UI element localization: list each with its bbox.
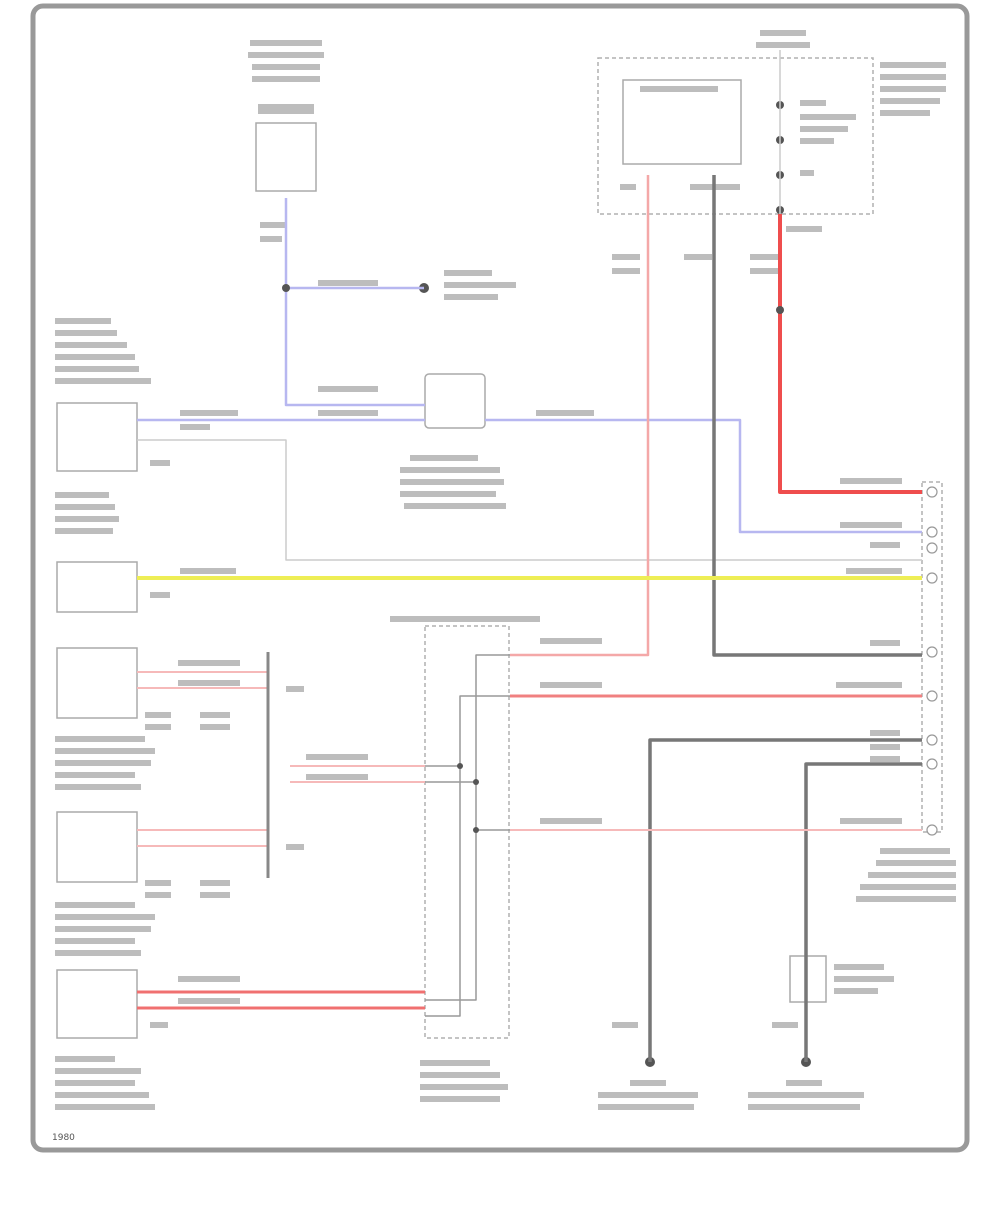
center-connector <box>400 373 506 509</box>
left-pink-bundles <box>137 652 425 1010</box>
red-wires-top <box>510 175 922 657</box>
bottom-right-sensor <box>789 955 894 1003</box>
left-component-4 <box>55 811 230 956</box>
top-sensor-component <box>248 40 324 242</box>
bottom-center-connector <box>390 616 540 1102</box>
connector-internal-traces <box>425 654 510 1017</box>
ground-node-top <box>419 270 516 300</box>
left-component-3 <box>55 647 230 790</box>
fuse-relay-module <box>597 30 946 232</box>
ground-labels-bottom <box>598 1022 864 1110</box>
page-reference: 1980 <box>52 1133 75 1143</box>
red-wires-middle <box>510 694 922 831</box>
dark-wires <box>648 175 922 1062</box>
gray-wire <box>137 439 922 561</box>
left-component-2 <box>55 492 170 613</box>
wire-labels <box>178 254 902 1004</box>
right-connector <box>856 481 956 902</box>
diagram-frame <box>30 3 970 1153</box>
left-component-1 <box>55 318 170 472</box>
left-component-5 <box>55 969 168 1110</box>
blue-wires <box>137 198 922 534</box>
